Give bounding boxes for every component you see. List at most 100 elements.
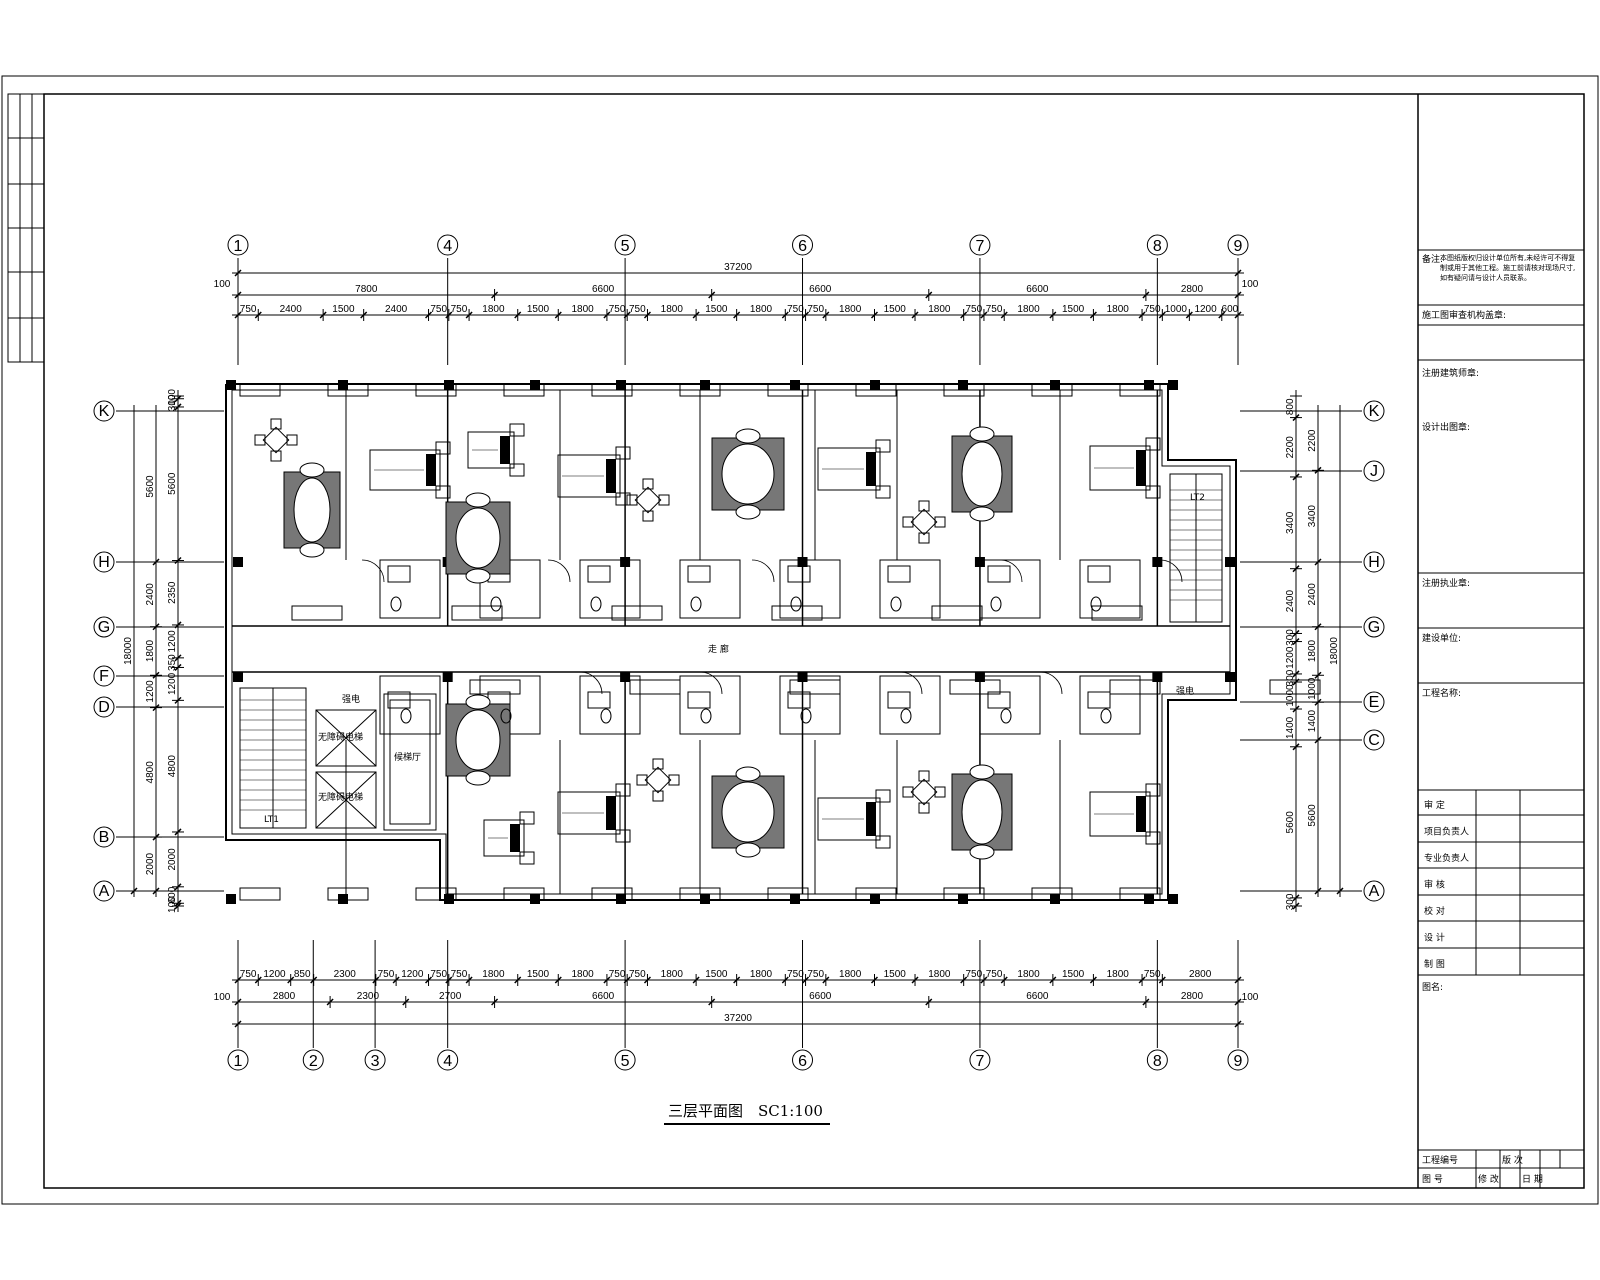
dim-value: 750 — [986, 969, 1003, 980]
dim-edge: 100 — [214, 992, 231, 1003]
furniture — [254, 418, 1183, 865]
dim-value: 1500 — [705, 969, 728, 980]
dim-value: 1800 — [661, 304, 684, 315]
dim-value: 6600 — [1026, 284, 1049, 295]
dim-value: 1800 — [1017, 969, 1040, 980]
axis-bubble — [1363, 691, 1385, 713]
dim-value: 1200 — [401, 969, 424, 980]
dim-value: 1500 — [884, 304, 907, 315]
dim-value: 1200 — [145, 680, 156, 703]
axis-label: A — [1369, 883, 1380, 900]
design-stamp-label: 设计出图章: — [1422, 421, 1470, 433]
dim-value: 750 — [451, 304, 468, 315]
dim-value: 2400 — [280, 304, 303, 315]
footer-date: 日 期 — [1522, 1174, 1543, 1185]
dim-value: 750 — [1144, 969, 1161, 980]
dim-value: 1800 — [928, 304, 951, 315]
axis-bubble — [1146, 1049, 1168, 1071]
dim-value: 750 — [1144, 304, 1161, 315]
axis-bubble — [302, 1049, 324, 1071]
dim-value: 1200 — [167, 630, 178, 653]
dim-value: 1500 — [1062, 304, 1085, 315]
axis-label: 9 — [1234, 238, 1243, 255]
dim-value: 750 — [430, 969, 447, 980]
sign-row-label: 审 核 — [1424, 879, 1445, 891]
dim-value: 18000 — [1329, 637, 1340, 665]
dim-value: 100 — [167, 389, 178, 406]
dim-value: 1000 — [1285, 684, 1296, 707]
axis-bubble — [1363, 616, 1385, 638]
axis-label: 1 — [234, 1053, 243, 1070]
dim-value: 1500 — [1062, 969, 1085, 980]
dim-value: 1800 — [1307, 639, 1318, 662]
dim-value: 3400 — [1285, 511, 1296, 534]
stair2-label: LT2 — [1190, 493, 1205, 503]
dim-value: 2700 — [439, 991, 462, 1002]
axis-label: G — [98, 619, 110, 636]
dim-value: 2400 — [145, 583, 156, 606]
dim-value: 1800 — [661, 969, 684, 980]
dim-value: 5600 — [145, 475, 156, 498]
axis-bubble — [614, 1049, 636, 1071]
drawing-scale: SC1:100 — [758, 1102, 823, 1120]
axis-label: 5 — [621, 1053, 630, 1070]
dim-value: 1800 — [750, 304, 773, 315]
building-walls — [225, 383, 1237, 901]
dim-value: 1800 — [1107, 969, 1130, 980]
dim-value: 2800 — [273, 991, 296, 1002]
axis-label: 7 — [975, 1053, 984, 1070]
dim-value: 300 — [1285, 669, 1296, 686]
dim-value: 2800 — [1181, 991, 1204, 1002]
elevator-hall-label: 候梯厅 — [394, 751, 421, 763]
dim-value: 800 — [1285, 398, 1296, 415]
axis-bubble — [227, 1049, 249, 1071]
dim-value: 6600 — [809, 284, 832, 295]
inner-frame — [43, 93, 1585, 1189]
axis-label: 9 — [1234, 1053, 1243, 1070]
axis-bubble — [227, 234, 249, 256]
footer-revision: 修 改 — [1478, 1173, 1499, 1185]
dim-value: 6600 — [809, 991, 832, 1002]
binding-strip — [7, 93, 45, 363]
axis-label: 8 — [1153, 238, 1162, 255]
axis-label: 1 — [234, 238, 243, 255]
dim-value: 2200 — [1285, 436, 1296, 459]
dim-value: 1200 — [167, 672, 178, 695]
dim-value: 2400 — [1307, 583, 1318, 606]
axis-label: 6 — [798, 238, 807, 255]
dim-value: 4800 — [145, 761, 156, 784]
dim-value: 18000 — [123, 637, 134, 665]
dim-value: 2300 — [357, 991, 380, 1002]
axis-bubble — [437, 234, 459, 256]
axis-label: H — [98, 554, 110, 571]
note-head: 备注: — [1422, 253, 1443, 265]
dim-value: 2000 — [145, 852, 156, 875]
axis-label: 3 — [371, 1053, 380, 1070]
dim-value: 850 — [294, 969, 311, 980]
axis-label: 4 — [443, 1053, 452, 1070]
dim-value: 1500 — [705, 304, 728, 315]
dim-value: 5600 — [1307, 804, 1318, 827]
dim-value: 2350 — [167, 581, 178, 604]
dim-value: 300 — [167, 394, 178, 411]
axis-label: H — [1368, 554, 1380, 571]
axis-bubble — [93, 400, 115, 422]
dim-value: 1800 — [1017, 304, 1040, 315]
dim-value: 300 — [1285, 893, 1296, 910]
dim-value: 5600 — [1285, 811, 1296, 834]
dim-value: 750 — [965, 304, 982, 315]
note-body: 本图纸版权归设计单位所有,未经许可不得复制或用于其他工程。施工前请核对现场尺寸,… — [1440, 254, 1576, 282]
corridor-label: 走 廊 — [708, 643, 729, 655]
dim-value: 6600 — [592, 991, 615, 1002]
dim-value: 1200 — [1285, 646, 1296, 669]
axis-bubble — [437, 1049, 459, 1071]
drawing-title: 三层平面图 — [668, 1102, 743, 1120]
axis-bubble — [1363, 460, 1385, 482]
axis-bubble — [93, 696, 115, 718]
dim-value: 1800 — [839, 304, 862, 315]
dim-value: 300 — [1285, 629, 1296, 646]
dim-value: 1800 — [1107, 304, 1130, 315]
stamp-label: 注册建筑师章: — [1422, 367, 1479, 379]
axis-label: K — [1369, 403, 1380, 420]
